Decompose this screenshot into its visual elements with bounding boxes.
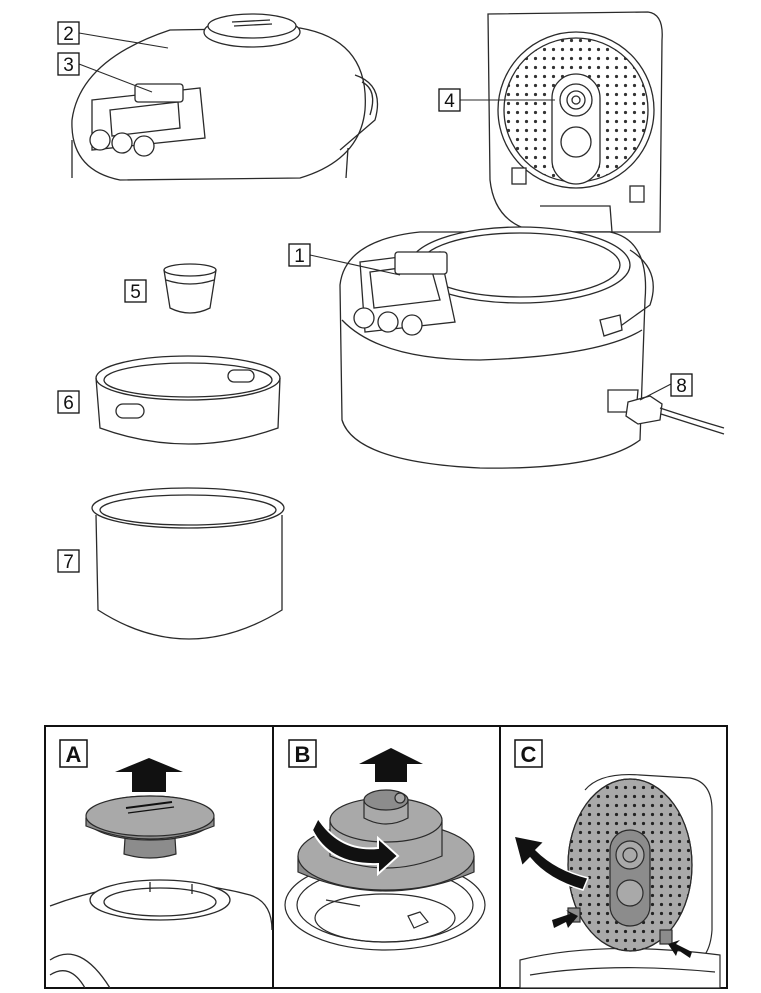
- svg-text:2: 2: [63, 24, 74, 45]
- svg-text:1: 1: [294, 246, 305, 267]
- press-arrow-left-icon: [552, 910, 578, 928]
- steam-basket-drawing: [95, 355, 281, 445]
- svg-text:7: 7: [63, 552, 74, 573]
- svg-text:C: C: [521, 742, 537, 767]
- curved-arrow-icon: [512, 835, 590, 891]
- up-arrow-icon: [359, 748, 423, 782]
- callout-3: 3: [57, 52, 80, 76]
- svg-text:4: 4: [444, 91, 455, 112]
- svg-text:B: B: [295, 742, 311, 767]
- cooker-closed-drawing: [71, 13, 379, 181]
- callout-5: 5: [124, 279, 147, 303]
- callout-6: 6: [57, 390, 80, 414]
- svg-text:A: A: [66, 742, 82, 767]
- svg-text:3: 3: [63, 55, 74, 76]
- callout-2: 2: [57, 21, 80, 45]
- measuring-cup-drawing: [163, 263, 217, 314]
- callout-7: 7: [57, 549, 80, 573]
- callout-4: 4: [438, 88, 461, 112]
- svg-text:6: 6: [63, 393, 74, 414]
- press-arrow-right-icon: [668, 940, 692, 958]
- panel-b: B: [284, 739, 486, 951]
- inner-pot-drawing: [91, 487, 285, 640]
- svg-text:8: 8: [676, 376, 687, 397]
- panel-a: A: [49, 739, 273, 989]
- up-arrow-icon: [115, 758, 183, 792]
- callout-8: 8: [670, 373, 693, 397]
- panel-c: C: [512, 739, 721, 989]
- callout-1: 1: [288, 243, 311, 267]
- rotate-arrow-icon: [310, 815, 400, 877]
- cooker-open-drawing: [339, 11, 663, 469]
- svg-text:5: 5: [130, 282, 141, 303]
- steps-frame: [44, 725, 728, 989]
- power-cord-drawing: [625, 395, 725, 435]
